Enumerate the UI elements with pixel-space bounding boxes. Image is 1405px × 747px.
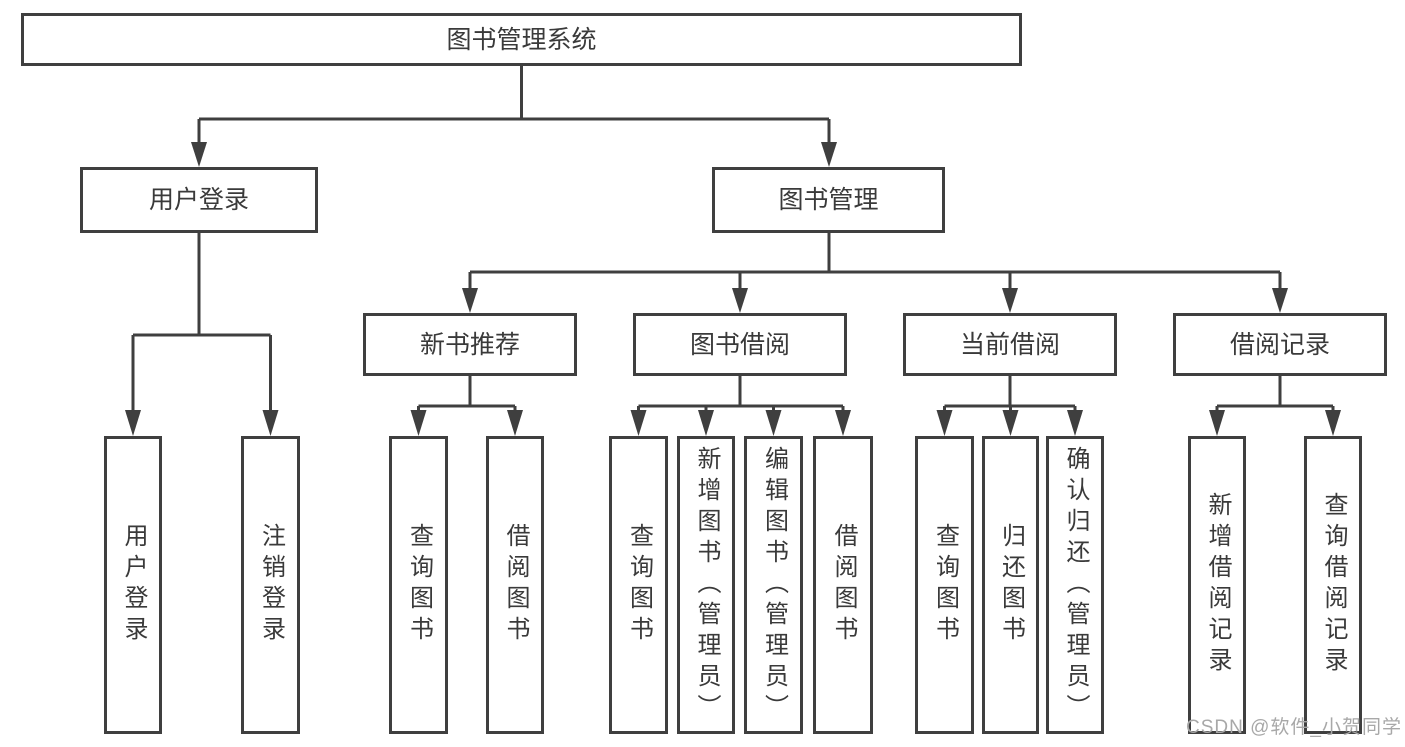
arrowhead: [1272, 288, 1288, 313]
arrowhead: [1325, 410, 1341, 436]
node-leaf-logout-label: 注销登录: [257, 523, 285, 647]
node-leaf-cb-return-books-label: 归还图书: [997, 523, 1025, 647]
arrowhead: [698, 410, 714, 436]
arrowhead: [410, 410, 427, 436]
node-leaf-user-login: 用户登录: [104, 436, 162, 734]
node-leaf-cb-query-books-label: 查询图书: [931, 523, 959, 647]
arrowhead: [821, 142, 837, 167]
node-leaf-cb-confirm-return-admin: 确认归还（管理员）: [1046, 436, 1104, 734]
node-leaf-bb-add-books-admin: 新增图书（管理员）: [677, 436, 735, 734]
node-leaf-nbr-query-books-label: 查询图书: [405, 523, 433, 647]
node-book-borrow-label: 图书借阅: [689, 330, 790, 359]
arrowhead: [507, 410, 523, 436]
arrowhead: [262, 410, 279, 436]
arrowhead: [835, 410, 851, 436]
node-leaf-bb-edit-books-admin-label: 编辑图书（管理员）: [760, 445, 788, 725]
connector-current-borrow-children: [943, 376, 1077, 414]
arrowhead: [1067, 410, 1083, 436]
node-leaf-nbr-borrow-books: 借阅图书: [486, 436, 544, 734]
node-root-label: 图书管理系统: [446, 25, 597, 54]
watermark: CSDN @软件_小贺同学: [1186, 717, 1402, 738]
arrowhead: [936, 410, 953, 436]
node-leaf-bb-query-books: 查询图书: [609, 436, 668, 734]
node-user-login-label: 用户登录: [148, 186, 249, 214]
node-current-borrow-label: 当前借阅: [959, 330, 1060, 359]
arrowheads: [125, 142, 1341, 436]
node-borrow-records: 借阅记录: [1173, 313, 1387, 376]
arrowhead: [630, 410, 647, 436]
connector-book-borrow-children: [637, 376, 845, 414]
connector-new-book-rec-children: [417, 376, 517, 414]
arrowhead: [191, 142, 207, 167]
arrowhead: [765, 410, 782, 436]
node-new-book-recommend-label: 新书推荐: [419, 330, 520, 359]
node-book-borrow: 图书借阅: [633, 313, 847, 376]
node-root: 图书管理系统: [21, 13, 1022, 66]
node-leaf-bb-borrow-books-label: 借阅图书: [830, 523, 857, 647]
node-leaf-cb-query-books: 查询图书: [915, 436, 974, 734]
connector-user-login-children: [131, 233, 272, 414]
node-borrow-records-label: 借阅记录: [1229, 330, 1330, 359]
connector-book-mgmt-children: [468, 233, 1282, 294]
node-current-borrow: 当前借阅: [903, 313, 1117, 376]
arrowhead: [1002, 410, 1019, 436]
node-book-management-label: 图书管理: [778, 186, 879, 214]
node-new-book-recommend: 新书推荐: [363, 313, 577, 376]
node-leaf-logout: 注销登录: [241, 436, 300, 734]
arrowhead: [1209, 410, 1225, 436]
arrowhead: [462, 288, 478, 313]
node-leaf-nbr-query-books: 查询图书: [389, 436, 448, 734]
node-book-management: 图书管理: [712, 167, 945, 233]
node-leaf-cb-return-books: 归还图书: [982, 436, 1039, 734]
node-leaf-cb-confirm-return-admin-label: 确认归还（管理员）: [1062, 445, 1089, 725]
node-user-login: 用户登录: [80, 167, 318, 233]
arrowhead: [1002, 288, 1018, 313]
node-leaf-bb-query-books-label: 查询图书: [625, 523, 653, 647]
node-leaf-bb-borrow-books: 借阅图书: [813, 436, 873, 734]
node-leaf-br-query-record: 查询借阅记录: [1304, 436, 1362, 734]
arrowhead: [732, 288, 748, 313]
node-leaf-bb-edit-books-admin: 编辑图书（管理员）: [744, 436, 803, 734]
node-leaf-br-add-record: 新增借阅记录: [1188, 436, 1246, 734]
node-leaf-nbr-borrow-books-label: 借阅图书: [502, 523, 529, 647]
node-leaf-bb-add-books-admin-label: 新增图书（管理员）: [693, 445, 720, 725]
arrowhead: [125, 410, 141, 436]
connector-borrow-records-children: [1215, 376, 1335, 414]
node-leaf-br-add-record-label: 新增借阅记录: [1204, 492, 1231, 678]
node-leaf-br-query-record-label: 查询借阅记录: [1320, 492, 1347, 678]
connector-root-to-level2: [197, 66, 831, 148]
node-leaf-user-login-label: 用户登录: [120, 523, 147, 647]
